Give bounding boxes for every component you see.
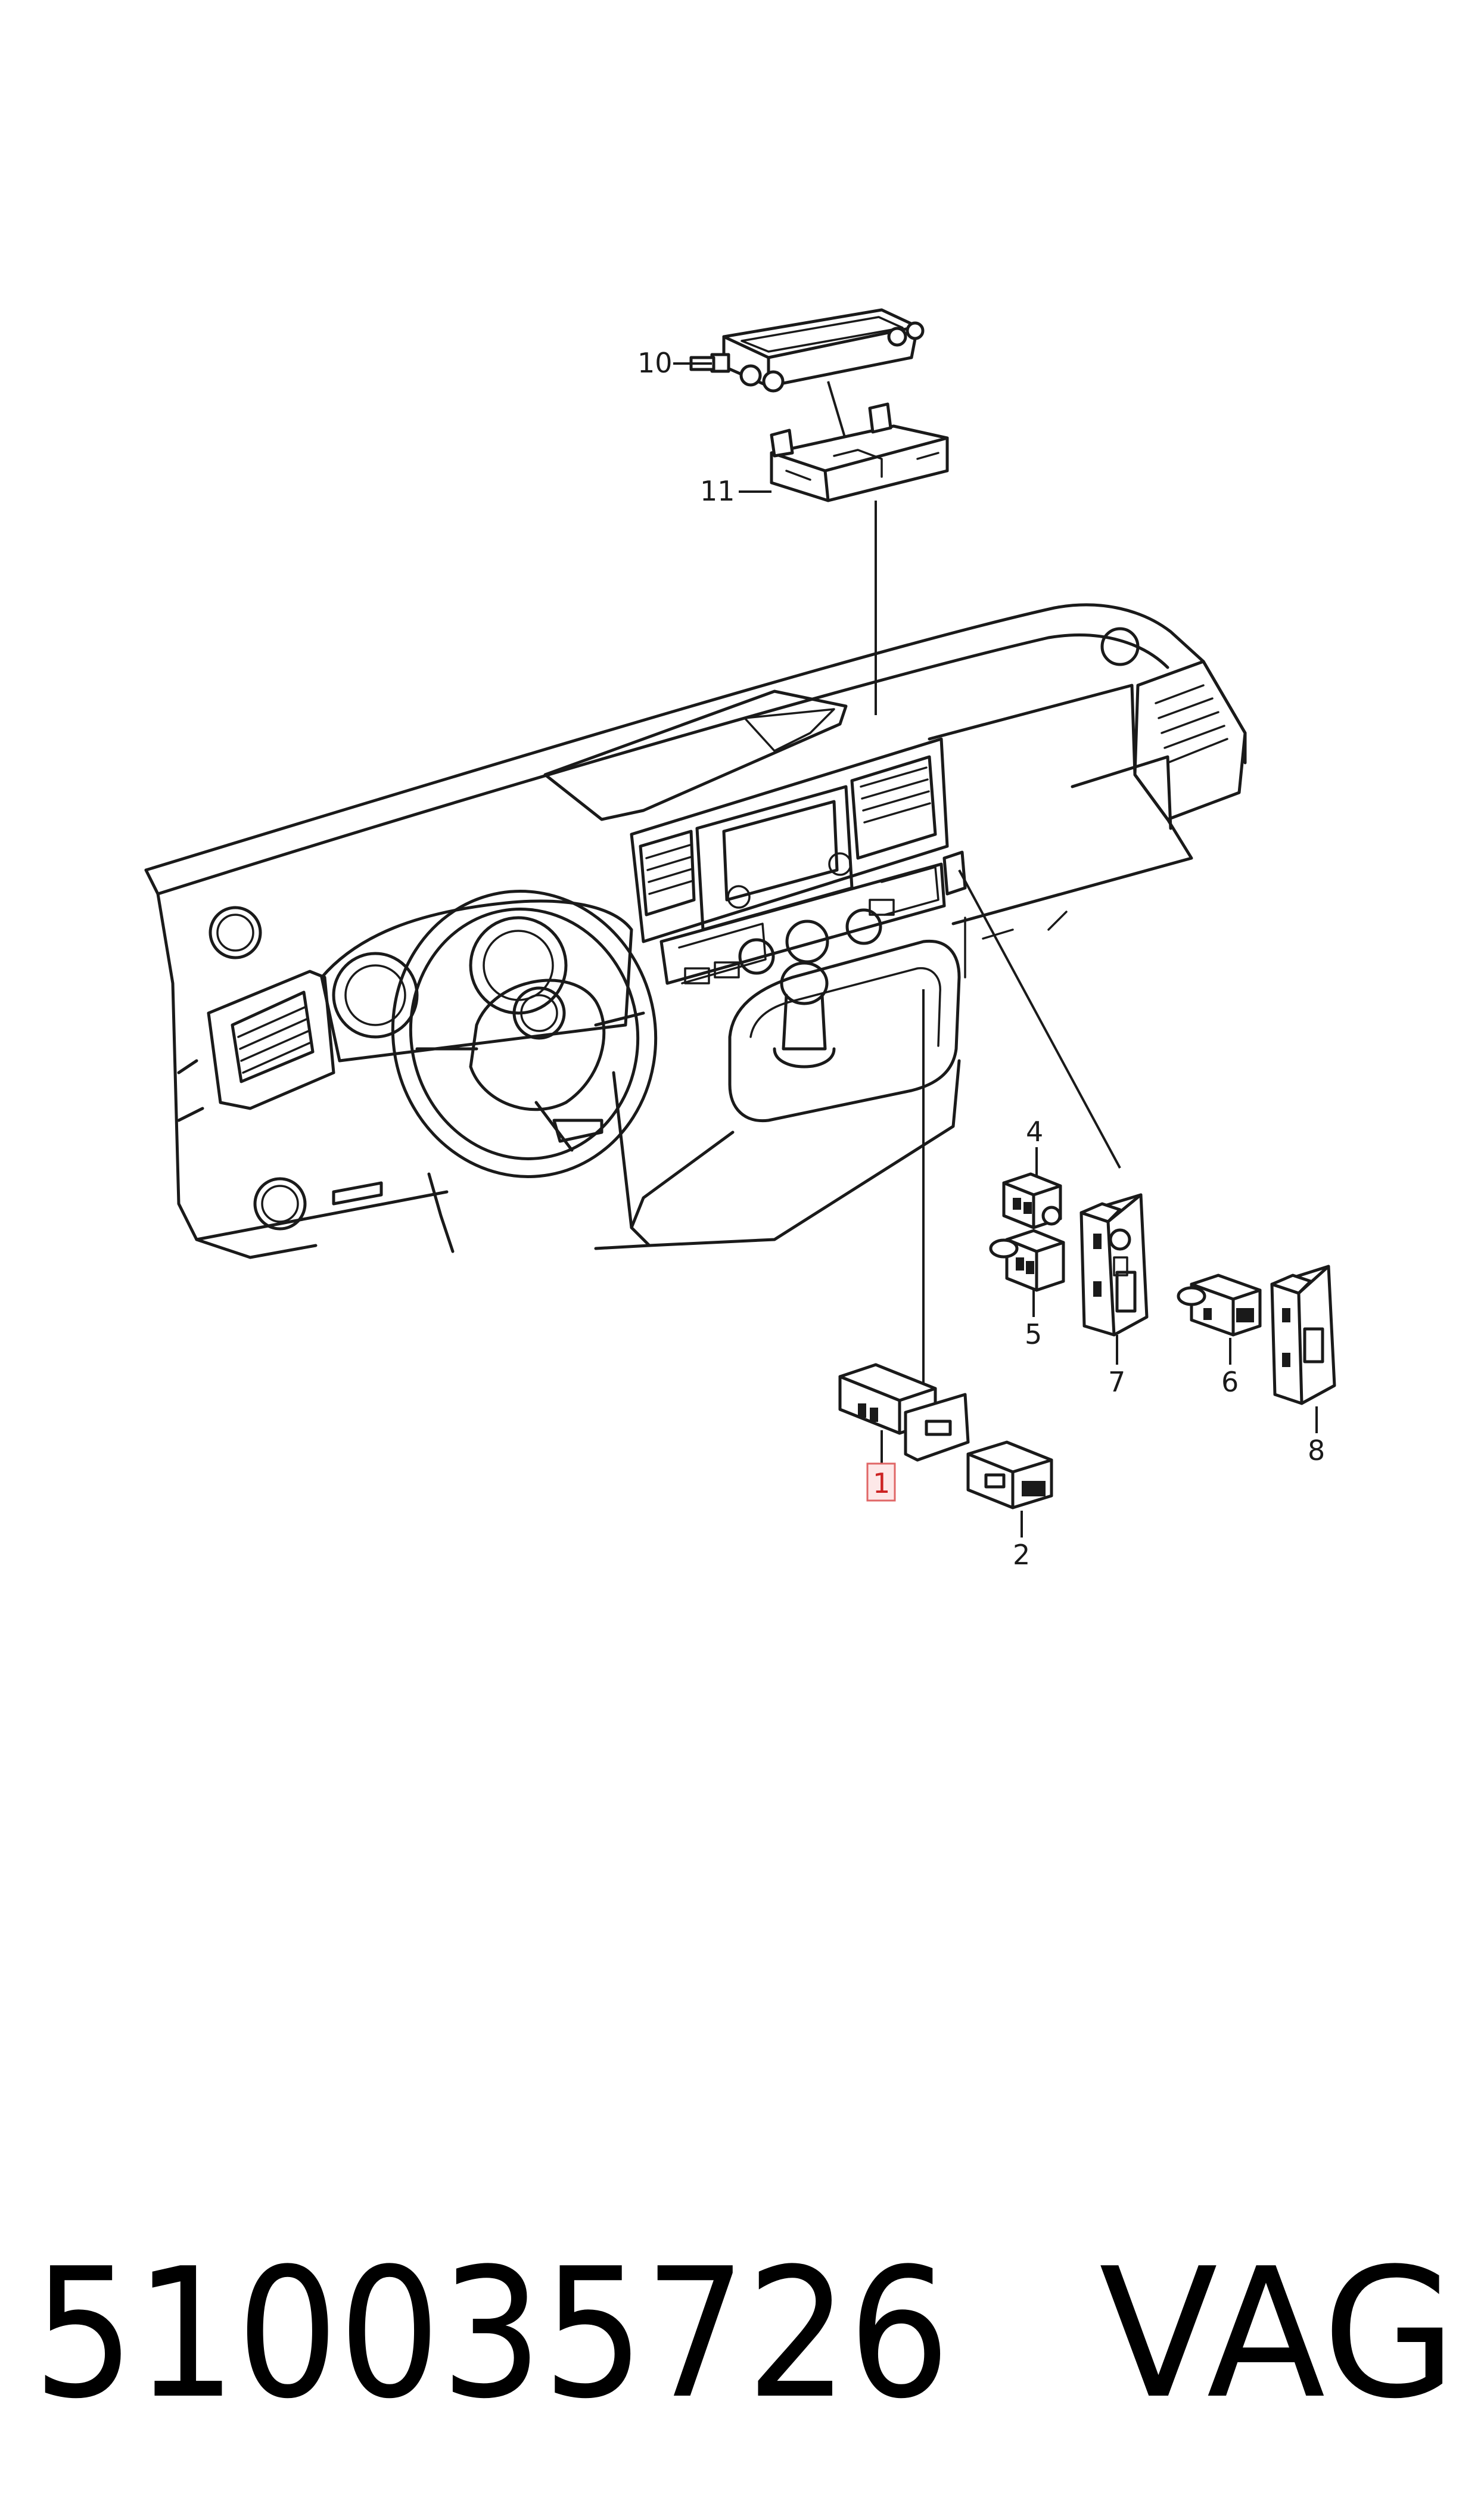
bracket-part-11 (770, 402, 949, 502)
switch-part-6 (1177, 1274, 1262, 1337)
panel-part-8 (1270, 1265, 1336, 1405)
callout-2: 2 (1013, 1539, 1030, 1571)
callout-1-highlight (866, 1462, 896, 1502)
callout-6: 6 (1221, 1366, 1239, 1398)
part-number: 510035726 (33, 2230, 950, 2438)
panel-part-7 (1079, 1193, 1149, 1337)
callout-7: 7 (1108, 1366, 1125, 1398)
callout-11: 11 (700, 475, 735, 507)
brand-name: VAG (1099, 2230, 1457, 2438)
callout-4: 4 (1026, 1116, 1043, 1148)
switch-part-1 (838, 1363, 970, 1462)
callout-8: 8 (1308, 1434, 1325, 1467)
callout-1: 1 (873, 1467, 890, 1499)
callout-10: 10 (637, 347, 673, 379)
switch-part-2 (966, 1440, 1053, 1509)
dashboard-illustration (144, 603, 1247, 1259)
switch-part-4 (1002, 1172, 1062, 1229)
callout-5: 5 (1025, 1318, 1042, 1350)
control-module-part-10 (689, 308, 925, 393)
switch-part-5 (989, 1229, 1065, 1292)
